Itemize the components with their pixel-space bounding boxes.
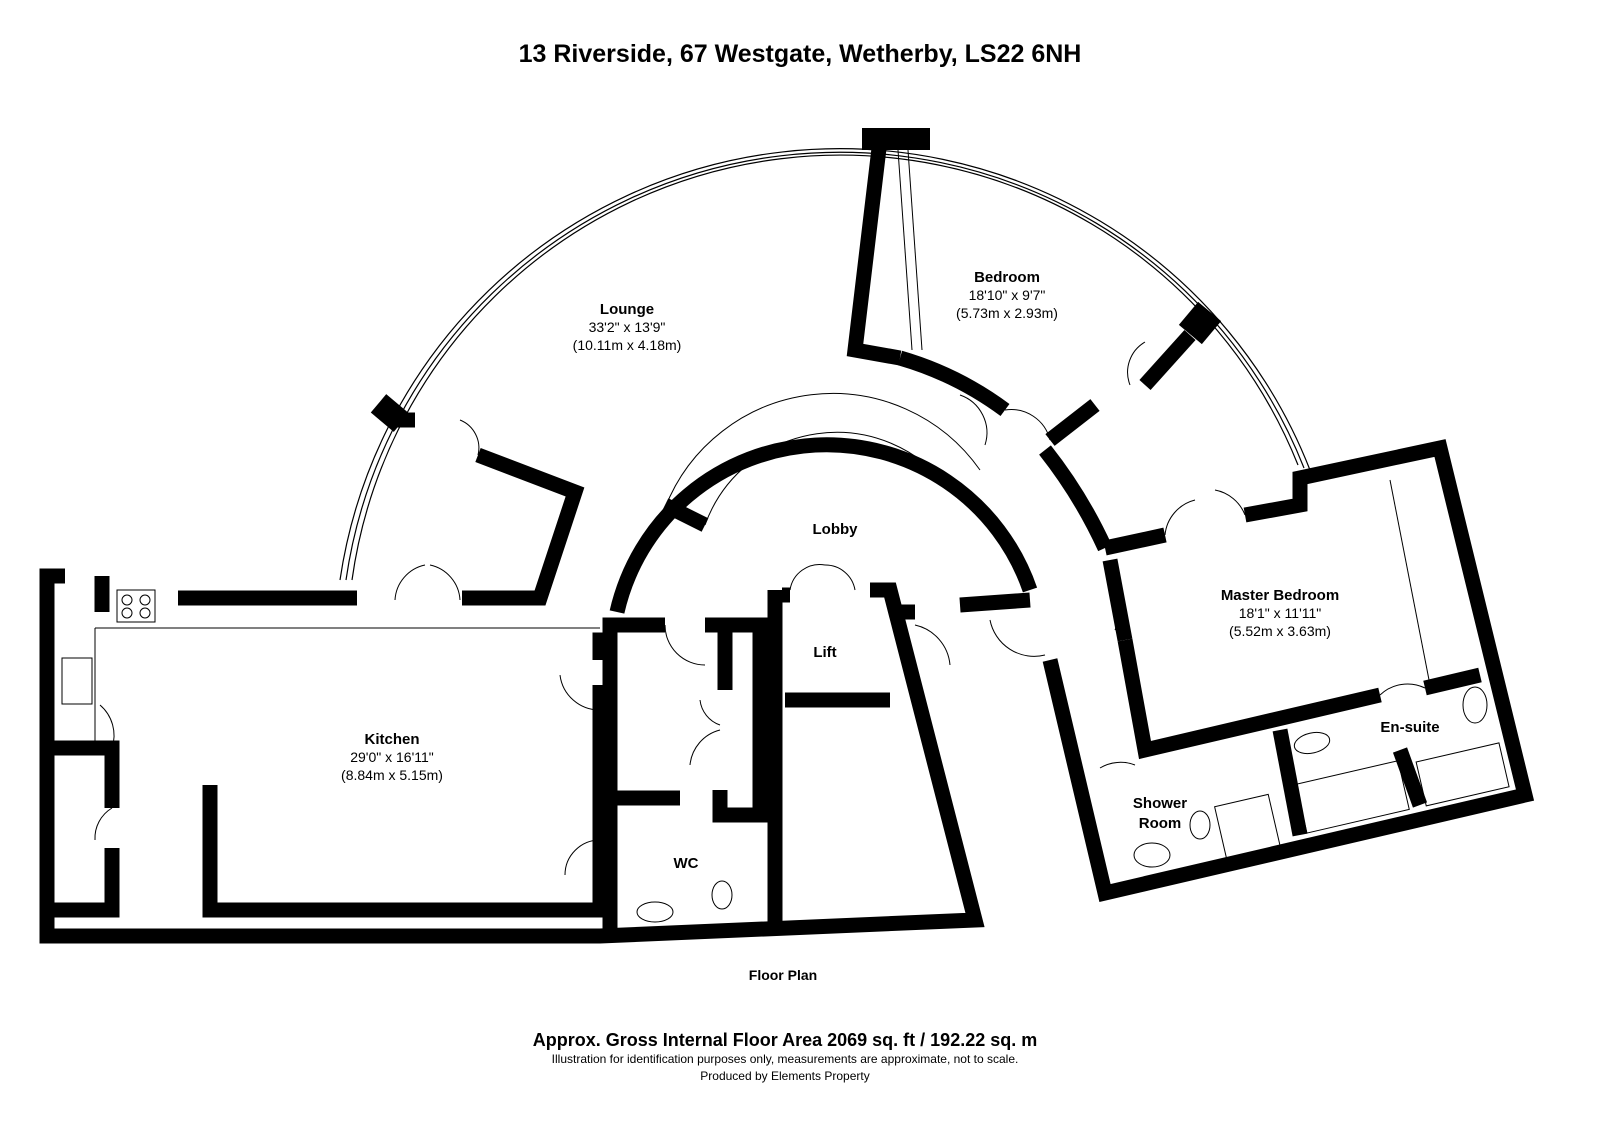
room-shower-room: Shower bbox=[1133, 795, 1187, 812]
lobby-walls bbox=[609, 393, 1038, 620]
doors bbox=[94, 341, 1426, 876]
room-dimensions-imperial: 18'1" x 11'11" bbox=[1239, 605, 1322, 621]
page-title: 13 Riverside, 67 Westgate, Wetherby, LS2… bbox=[519, 40, 1082, 68]
room-dimensions-metric: (5.52m x 3.63m) bbox=[1229, 623, 1331, 639]
shower-tray-icon bbox=[1214, 793, 1282, 861]
bath-icon bbox=[1295, 760, 1410, 834]
curved-window-wall bbox=[339, 148, 1311, 581]
bath-icon bbox=[1415, 742, 1510, 807]
room-name: Bedroom bbox=[974, 269, 1040, 286]
room-name: Kitchen bbox=[364, 731, 419, 748]
room-lobby: Lobby bbox=[813, 521, 859, 538]
wc-lift-walls bbox=[602, 587, 890, 930]
basin-icon bbox=[1133, 842, 1171, 868]
room-master-bedroom: Master Bedroom 18'1" x 11'11" (5.52m x 3… bbox=[1221, 587, 1339, 639]
room-dimensions-metric: (10.11m x 4.18m) bbox=[573, 337, 682, 353]
floor-label: Floor Plan bbox=[749, 967, 817, 983]
room-dimensions-metric: (5.73m x 2.93m) bbox=[956, 305, 1058, 321]
hob-icon bbox=[116, 589, 156, 623]
toilet-icon bbox=[711, 880, 733, 910]
room-ensuite: En-suite bbox=[1380, 719, 1439, 736]
producer: Produced by Elements Property bbox=[700, 1069, 869, 1083]
bedroom-walls bbox=[846, 132, 1196, 446]
room-dimensions-metric: (8.84m x 5.15m) bbox=[341, 767, 443, 783]
room-name: Master Bedroom bbox=[1221, 587, 1339, 604]
toilet-icon bbox=[1189, 810, 1211, 840]
room-shower-room-line2: Room bbox=[1139, 815, 1182, 832]
fixtures bbox=[61, 589, 1510, 923]
room-kitchen: Kitchen 29'0" x 16'11" (8.84m x 5.15m) bbox=[341, 731, 443, 783]
basin-icon bbox=[636, 901, 674, 923]
master-bedroom-walls bbox=[1039, 439, 1535, 903]
lounge-walls bbox=[178, 412, 585, 606]
room-bedroom: Bedroom 18'10" x 9'7" (5.73m x 2.93m) bbox=[956, 269, 1058, 321]
toilet-icon bbox=[1293, 731, 1331, 755]
basin-icon bbox=[1462, 686, 1488, 724]
kitchen-walls bbox=[39, 568, 985, 944]
disclaimer: Illustration for identification purposes… bbox=[552, 1052, 1019, 1066]
room-wc: WC bbox=[674, 855, 699, 872]
room-lounge: Lounge 33'2" x 13'9" (10.11m x 4.18m) bbox=[573, 301, 682, 353]
floor-area: Approx. Gross Internal Floor Area 2069 s… bbox=[533, 1030, 1038, 1050]
sink-icon bbox=[61, 657, 93, 705]
wall-pier bbox=[1178, 301, 1222, 345]
room-dimensions-imperial: 33'2" x 13'9" bbox=[589, 319, 666, 335]
room-name: Lounge bbox=[600, 301, 654, 318]
room-dimensions-imperial: 29'0" x 16'11" bbox=[350, 749, 434, 765]
room-dimensions-imperial: 18'10" x 9'7" bbox=[969, 287, 1046, 303]
room-lift: Lift bbox=[813, 644, 836, 661]
